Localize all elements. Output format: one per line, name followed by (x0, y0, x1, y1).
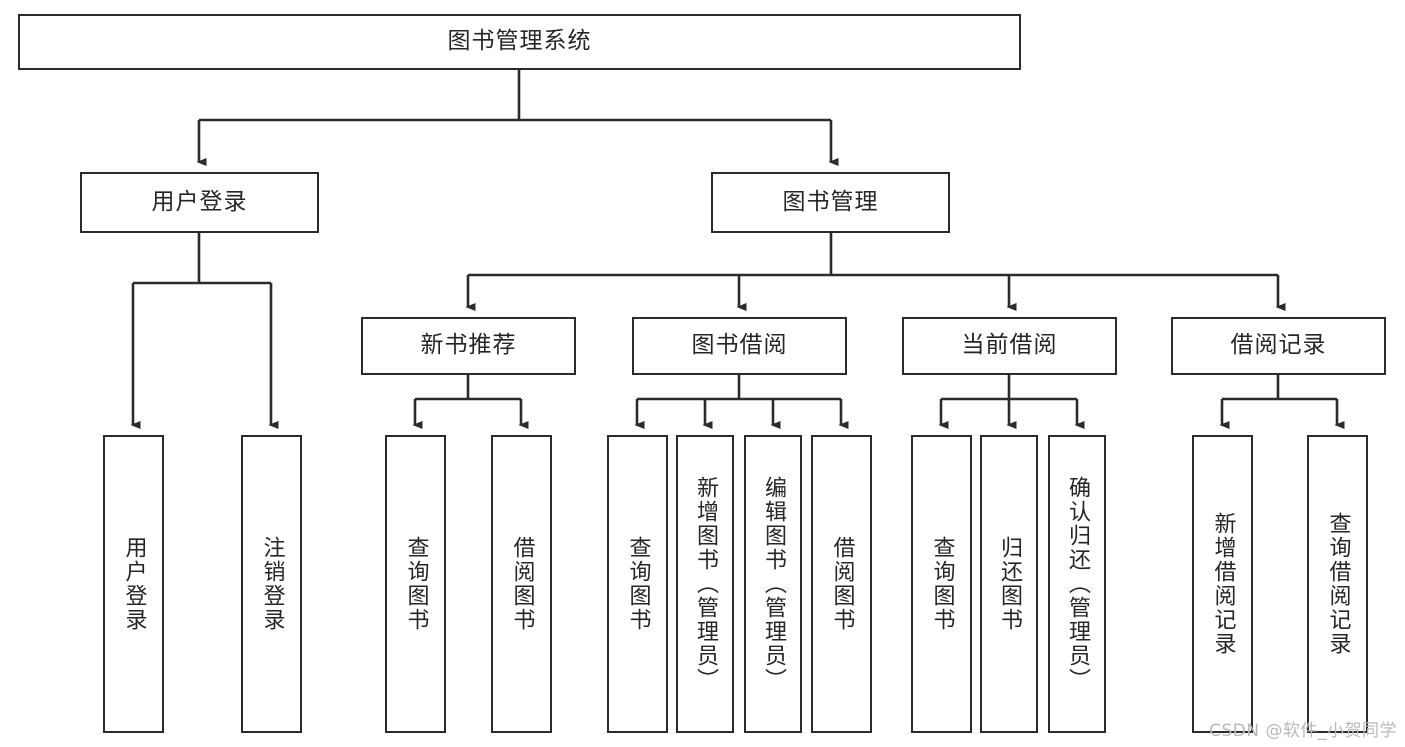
node-label: 编辑图书（管理员） (760, 476, 786, 692)
node-label: 借阅图书 (509, 536, 535, 632)
node-leaf-borrow-query[interactable]: 查询图书 (607, 435, 668, 733)
node-label: 查询图书 (625, 536, 651, 632)
node-label: 图书管理 (782, 188, 879, 215)
node-label: 用户登录 (121, 536, 147, 632)
node-label: 图书管理系统 (447, 28, 592, 55)
node-label: 借阅记录 (1230, 332, 1327, 359)
node-label: 图书借阅 (691, 332, 788, 359)
node-leaf-current-confirm[interactable]: 确认归还（管理员） (1048, 435, 1106, 733)
node-label: 借阅图书 (829, 536, 855, 632)
node-leaf-borrow-add[interactable]: 新增图书（管理员） (676, 435, 734, 733)
node-book-management[interactable]: 图书管理 (711, 172, 950, 233)
node-label: 新书推荐 (420, 332, 517, 359)
node-label: 查询图书 (929, 536, 955, 632)
node-label: 确认归还（管理员） (1064, 476, 1090, 692)
node-user-login[interactable]: 用户登录 (80, 172, 319, 233)
node-label: 新增图书（管理员） (692, 476, 718, 692)
node-leaf-borrow-edit[interactable]: 编辑图书（管理员） (744, 435, 802, 733)
node-leaf-newbook-query[interactable]: 查询图书 (385, 435, 446, 733)
node-new-book-recommend[interactable]: 新书推荐 (361, 317, 576, 375)
watermark-text: CSDN @软件_小贺同学 (1209, 721, 1397, 741)
node-label: 新增借阅记录 (1210, 512, 1236, 656)
node-label: 归还图书 (996, 536, 1022, 632)
node-root-system[interactable]: 图书管理系统 (18, 14, 1021, 70)
node-label: 注销登录 (259, 536, 285, 632)
node-leaf-records-query[interactable]: 查询借阅记录 (1307, 435, 1368, 733)
node-label: 用户登录 (151, 188, 248, 215)
node-leaf-newbook-borrow[interactable]: 借阅图书 (491, 435, 552, 733)
node-current-borrow[interactable]: 当前借阅 (902, 317, 1117, 375)
node-leaf-user-login[interactable]: 用户登录 (103, 435, 164, 733)
node-book-borrow[interactable]: 图书借阅 (632, 317, 847, 375)
node-label: 当前借阅 (961, 332, 1058, 359)
node-leaf-records-add[interactable]: 新增借阅记录 (1192, 435, 1253, 733)
node-leaf-user-logout[interactable]: 注销登录 (241, 435, 302, 733)
node-leaf-current-return[interactable]: 归还图书 (980, 435, 1038, 733)
node-leaf-borrow-lend[interactable]: 借阅图书 (811, 435, 872, 733)
node-label: 查询图书 (403, 536, 429, 632)
node-leaf-current-query[interactable]: 查询图书 (911, 435, 972, 733)
node-label: 查询借阅记录 (1325, 512, 1351, 656)
node-borrow-records[interactable]: 借阅记录 (1171, 317, 1386, 375)
